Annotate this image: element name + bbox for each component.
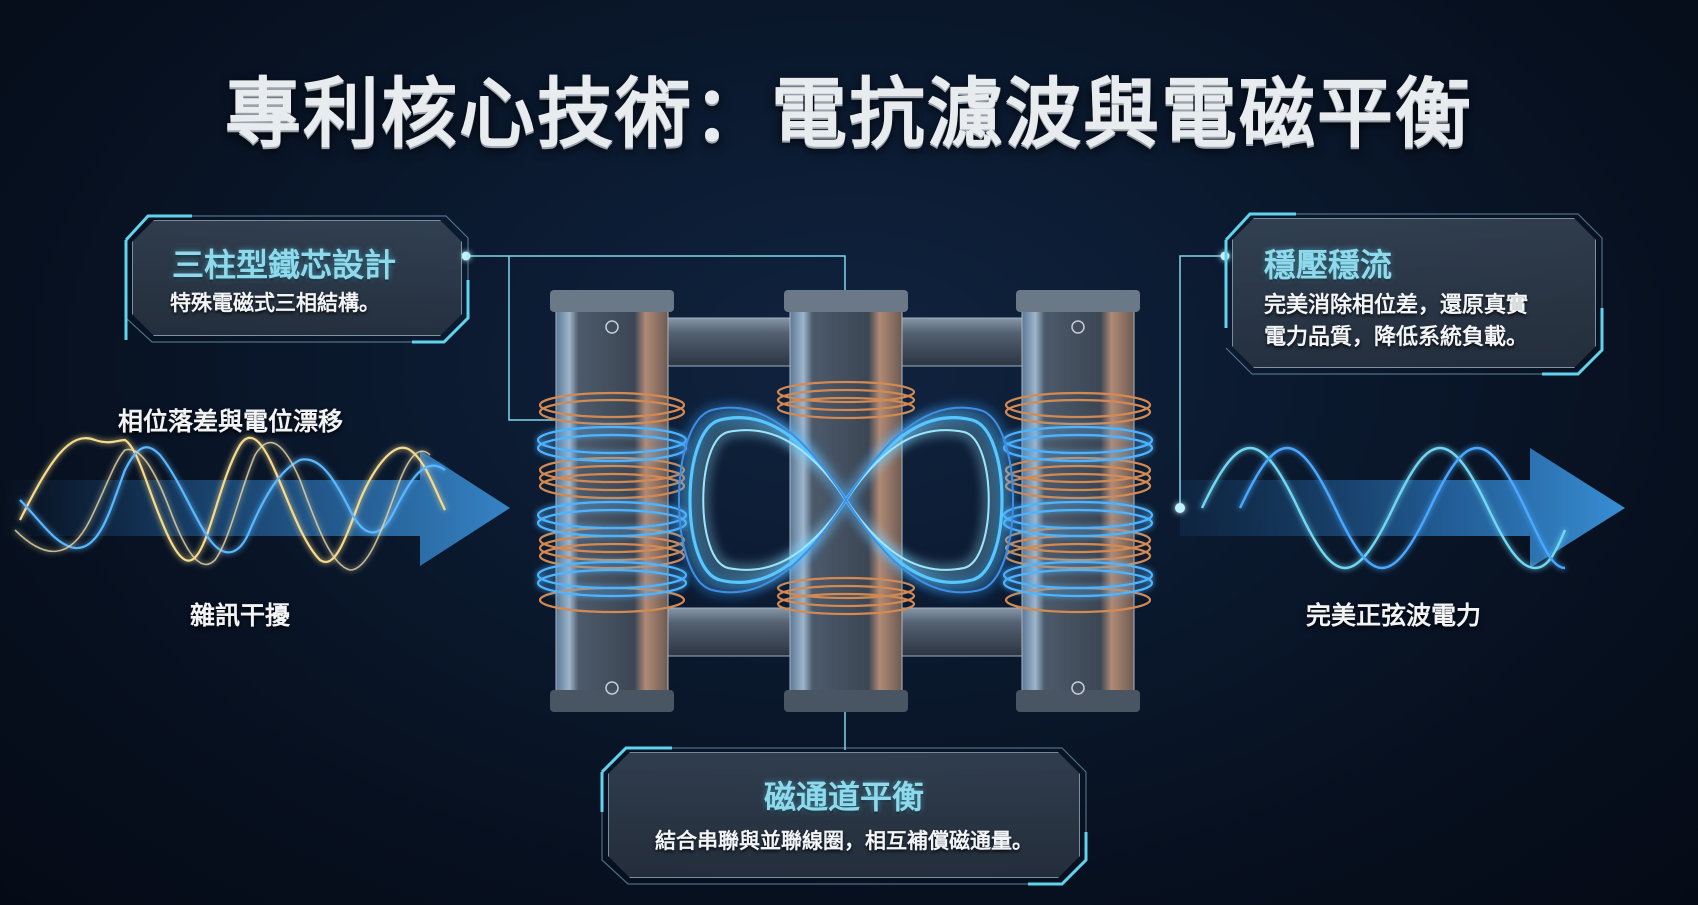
panel-frame <box>1224 212 1604 376</box>
panel-description: 結合串聯與並聯線圈，相互補償磁通量。 <box>655 829 1033 853</box>
output-label-sine-wave: 完美正弦波電力 <box>1306 601 1482 630</box>
panel-flux-balance: 磁通道平衡 結合串聯與並聯線圈，相互補償磁通量。 <box>598 742 1090 888</box>
panel-description: 特殊電磁式三相結構。 <box>170 291 380 315</box>
panel-body <box>132 220 462 336</box>
panel-title: 三柱型鐵芯設計 <box>172 246 397 284</box>
panel-title: 穩壓穩流 <box>1264 246 1393 284</box>
panel-description-line-1: 完美消除相位差，還原真實 <box>1264 293 1529 318</box>
output-arrow <box>1180 448 1625 568</box>
page-title: 專利核心技術：電抗濾波與電磁平衡 <box>225 69 1473 158</box>
panel-body <box>608 752 1080 878</box>
flux-coils <box>536 425 1154 598</box>
infinity-flux-icon <box>678 406 1014 594</box>
input-arrow <box>0 450 510 566</box>
panel-frame <box>600 746 1088 886</box>
panel-description-line-2: 電力品質，降低系統負載。 <box>1264 325 1529 350</box>
input-label-phase-drift: 相位落差與電位漂移 <box>118 407 344 436</box>
sine-waveforms <box>1200 446 1567 570</box>
panel-frame <box>124 214 470 344</box>
noisy-waveforms <box>14 436 446 571</box>
copper-coils <box>538 380 1152 616</box>
panel-stable-output: 穩壓穩流 完美消除相位差，還原真實 電力品質，降低系統負載。 <box>1222 208 1606 378</box>
input-label-noise: 雜訊干擾 <box>190 601 291 630</box>
panel-core-design: 三柱型鐵芯設計 特殊電磁式三相結構。 <box>122 210 472 346</box>
panel-body <box>1232 218 1596 368</box>
panel-title: 磁通道平衡 <box>763 778 924 816</box>
